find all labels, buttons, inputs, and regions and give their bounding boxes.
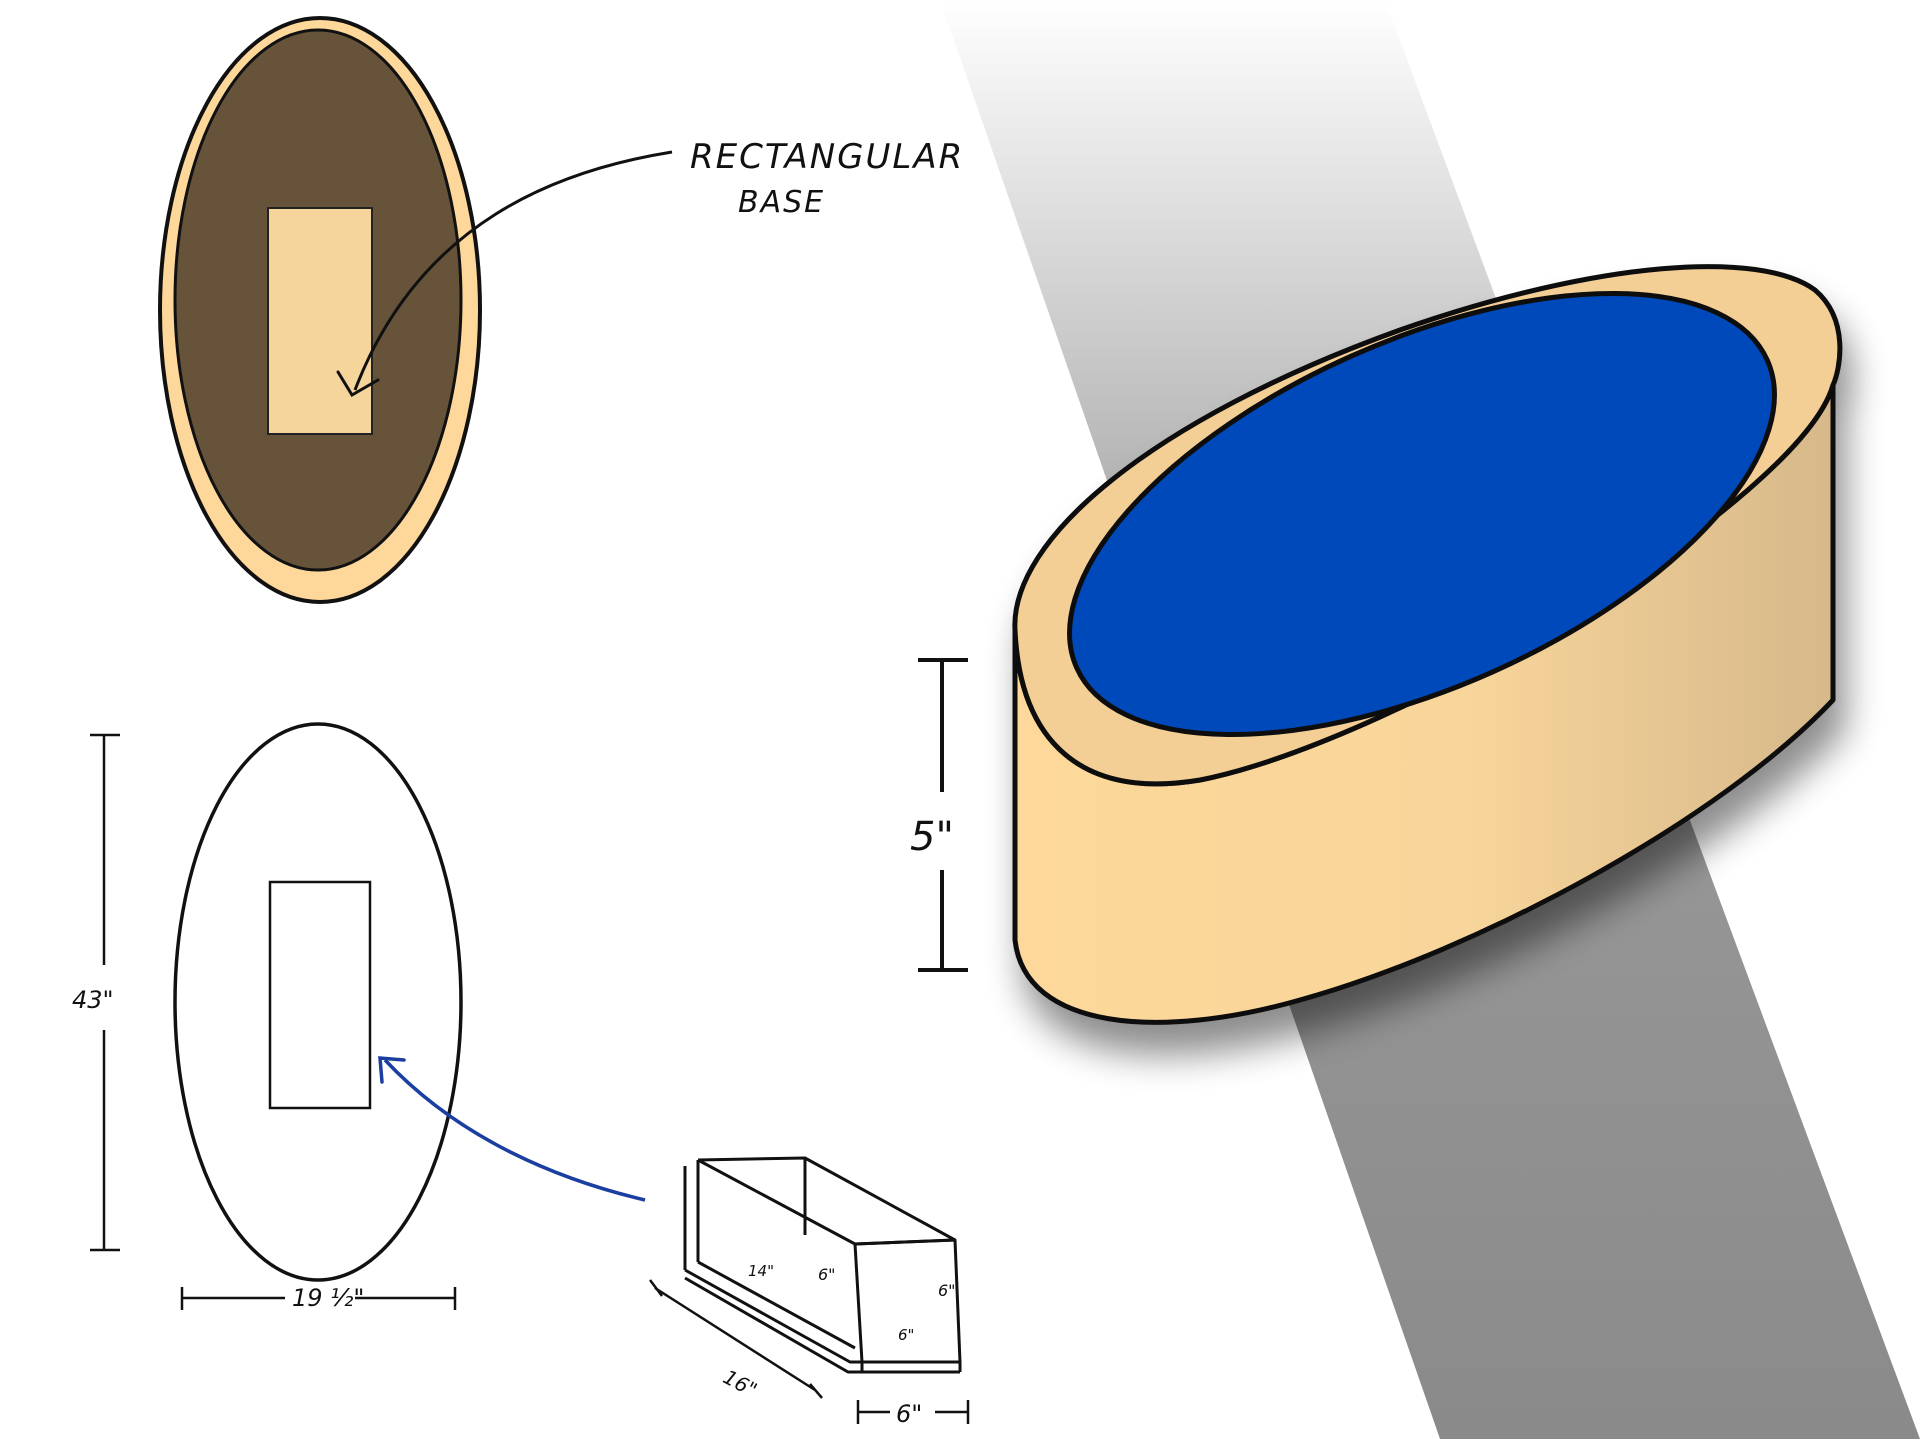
- depth-dimension: [918, 658, 968, 972]
- mirror-back-view: [158, 16, 482, 604]
- box-front-width-label: 6": [898, 1326, 914, 1344]
- callout-label-line2: BASE: [738, 185, 825, 220]
- mirror-glass: [1067, 291, 1777, 737]
- rectangular-base-outline: [267, 207, 373, 435]
- width-label: 19 ½": [292, 1284, 364, 1312]
- depth-label: 5": [910, 814, 954, 860]
- height-label: 43": [72, 986, 114, 1014]
- callout-arrow: [353, 150, 673, 391]
- mirror-3d-view: [1012, 264, 1843, 1025]
- blue-arrow: [383, 1058, 646, 1202]
- blue-arrowhead: [378, 1056, 406, 1084]
- box-side-height-label: 6": [938, 1281, 956, 1300]
- mirror-outline-view: [173, 722, 463, 1282]
- box-sketch: [649, 1156, 970, 1424]
- height-dimension: [90, 733, 120, 1252]
- box-width-label: 6": [896, 1400, 922, 1428]
- width-dimension: [180, 1287, 457, 1310]
- box-inner-length-label: 14": [748, 1262, 774, 1280]
- callout-label-line1: RECTANGULAR: [690, 137, 964, 177]
- box-inner-height-label: 6": [818, 1265, 836, 1284]
- base-outline: [268, 880, 372, 1110]
- callout-arrowhead: [336, 370, 380, 398]
- box-length-label: 16": [719, 1365, 761, 1402]
